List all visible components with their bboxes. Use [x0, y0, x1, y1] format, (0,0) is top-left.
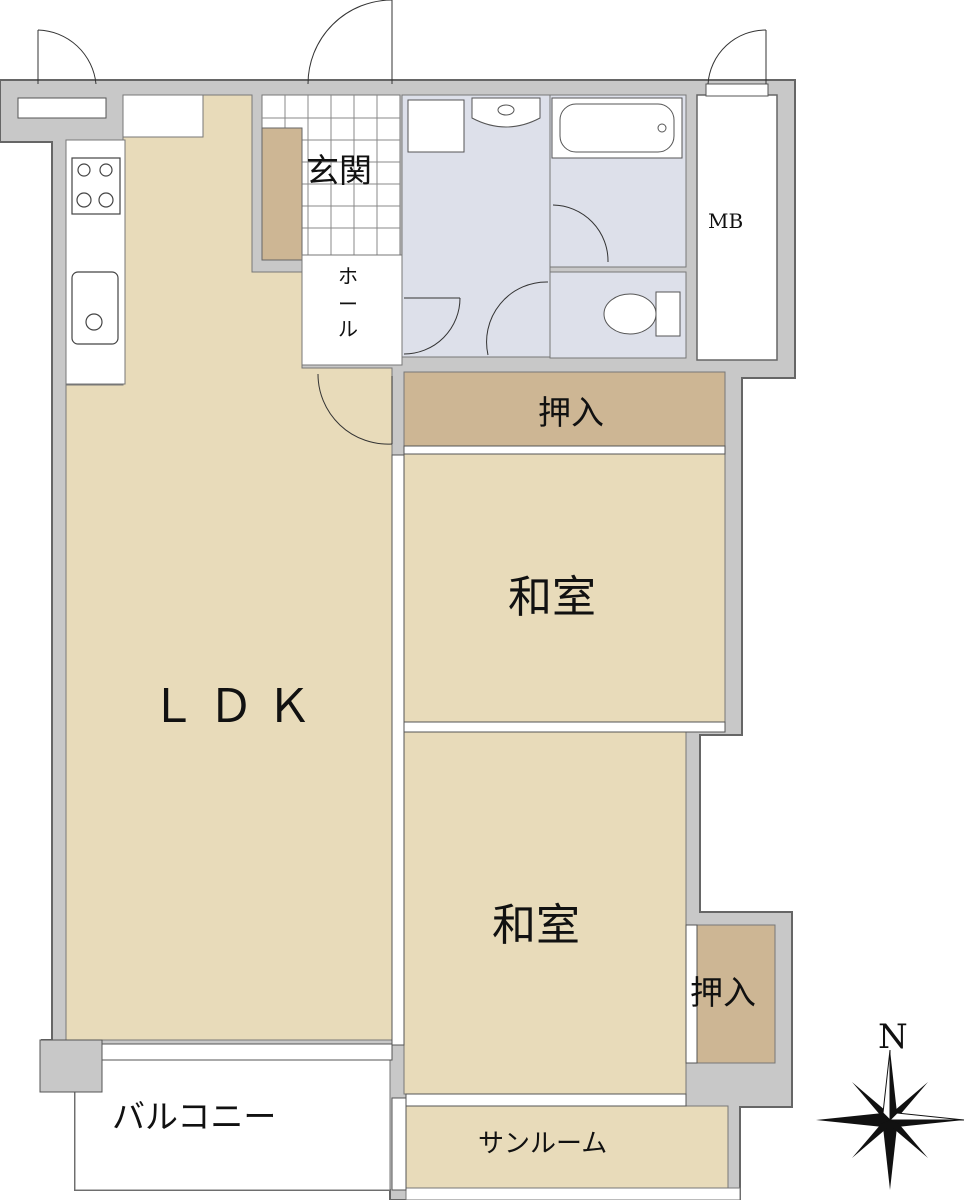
washitsu-lower [403, 731, 687, 1095]
window-sashes [17, 83, 769, 1191]
genkan [261, 94, 401, 261]
oshiire-upper-label: 押入 [538, 393, 604, 432]
washitsu-lower-label: 和室 [492, 900, 580, 951]
washitsu-upper [403, 453, 726, 723]
washroom [401, 94, 551, 358]
oshiire-lower-label: 押入 [690, 973, 756, 1012]
sink-icon [71, 271, 119, 345]
hall-label-2: ー [338, 292, 358, 316]
hall [301, 254, 403, 366]
balcony-label: バルコニー [112, 1097, 276, 1136]
kitchen-counter [65, 139, 126, 385]
oshiire-upper [403, 371, 726, 447]
hall-label-1: ホ [338, 264, 358, 288]
toilet [549, 271, 687, 359]
ldk-room [65, 94, 393, 1041]
balcony [74, 1059, 391, 1191]
hall-label-3: ル [338, 317, 358, 341]
oshiire-lower [696, 924, 776, 1064]
sunroom-bottom-wall [405, 1187, 741, 1200]
compass-rose-icon [816, 1049, 965, 1190]
washitsu-upper-label: 和室 [508, 572, 596, 623]
genkan-label: 玄関 [306, 151, 372, 190]
mb-label: MB [708, 209, 743, 233]
ldk-label: ＬＤＫ [150, 679, 324, 733]
compass-north-label: N [878, 1017, 908, 1057]
sunroom [405, 1105, 729, 1189]
door-swings [37, 0, 767, 445]
meter-box [696, 94, 778, 361]
sunroom-label: サンルーム [478, 1129, 607, 1159]
bathroom [549, 94, 687, 268]
stove-icon [71, 157, 121, 215]
